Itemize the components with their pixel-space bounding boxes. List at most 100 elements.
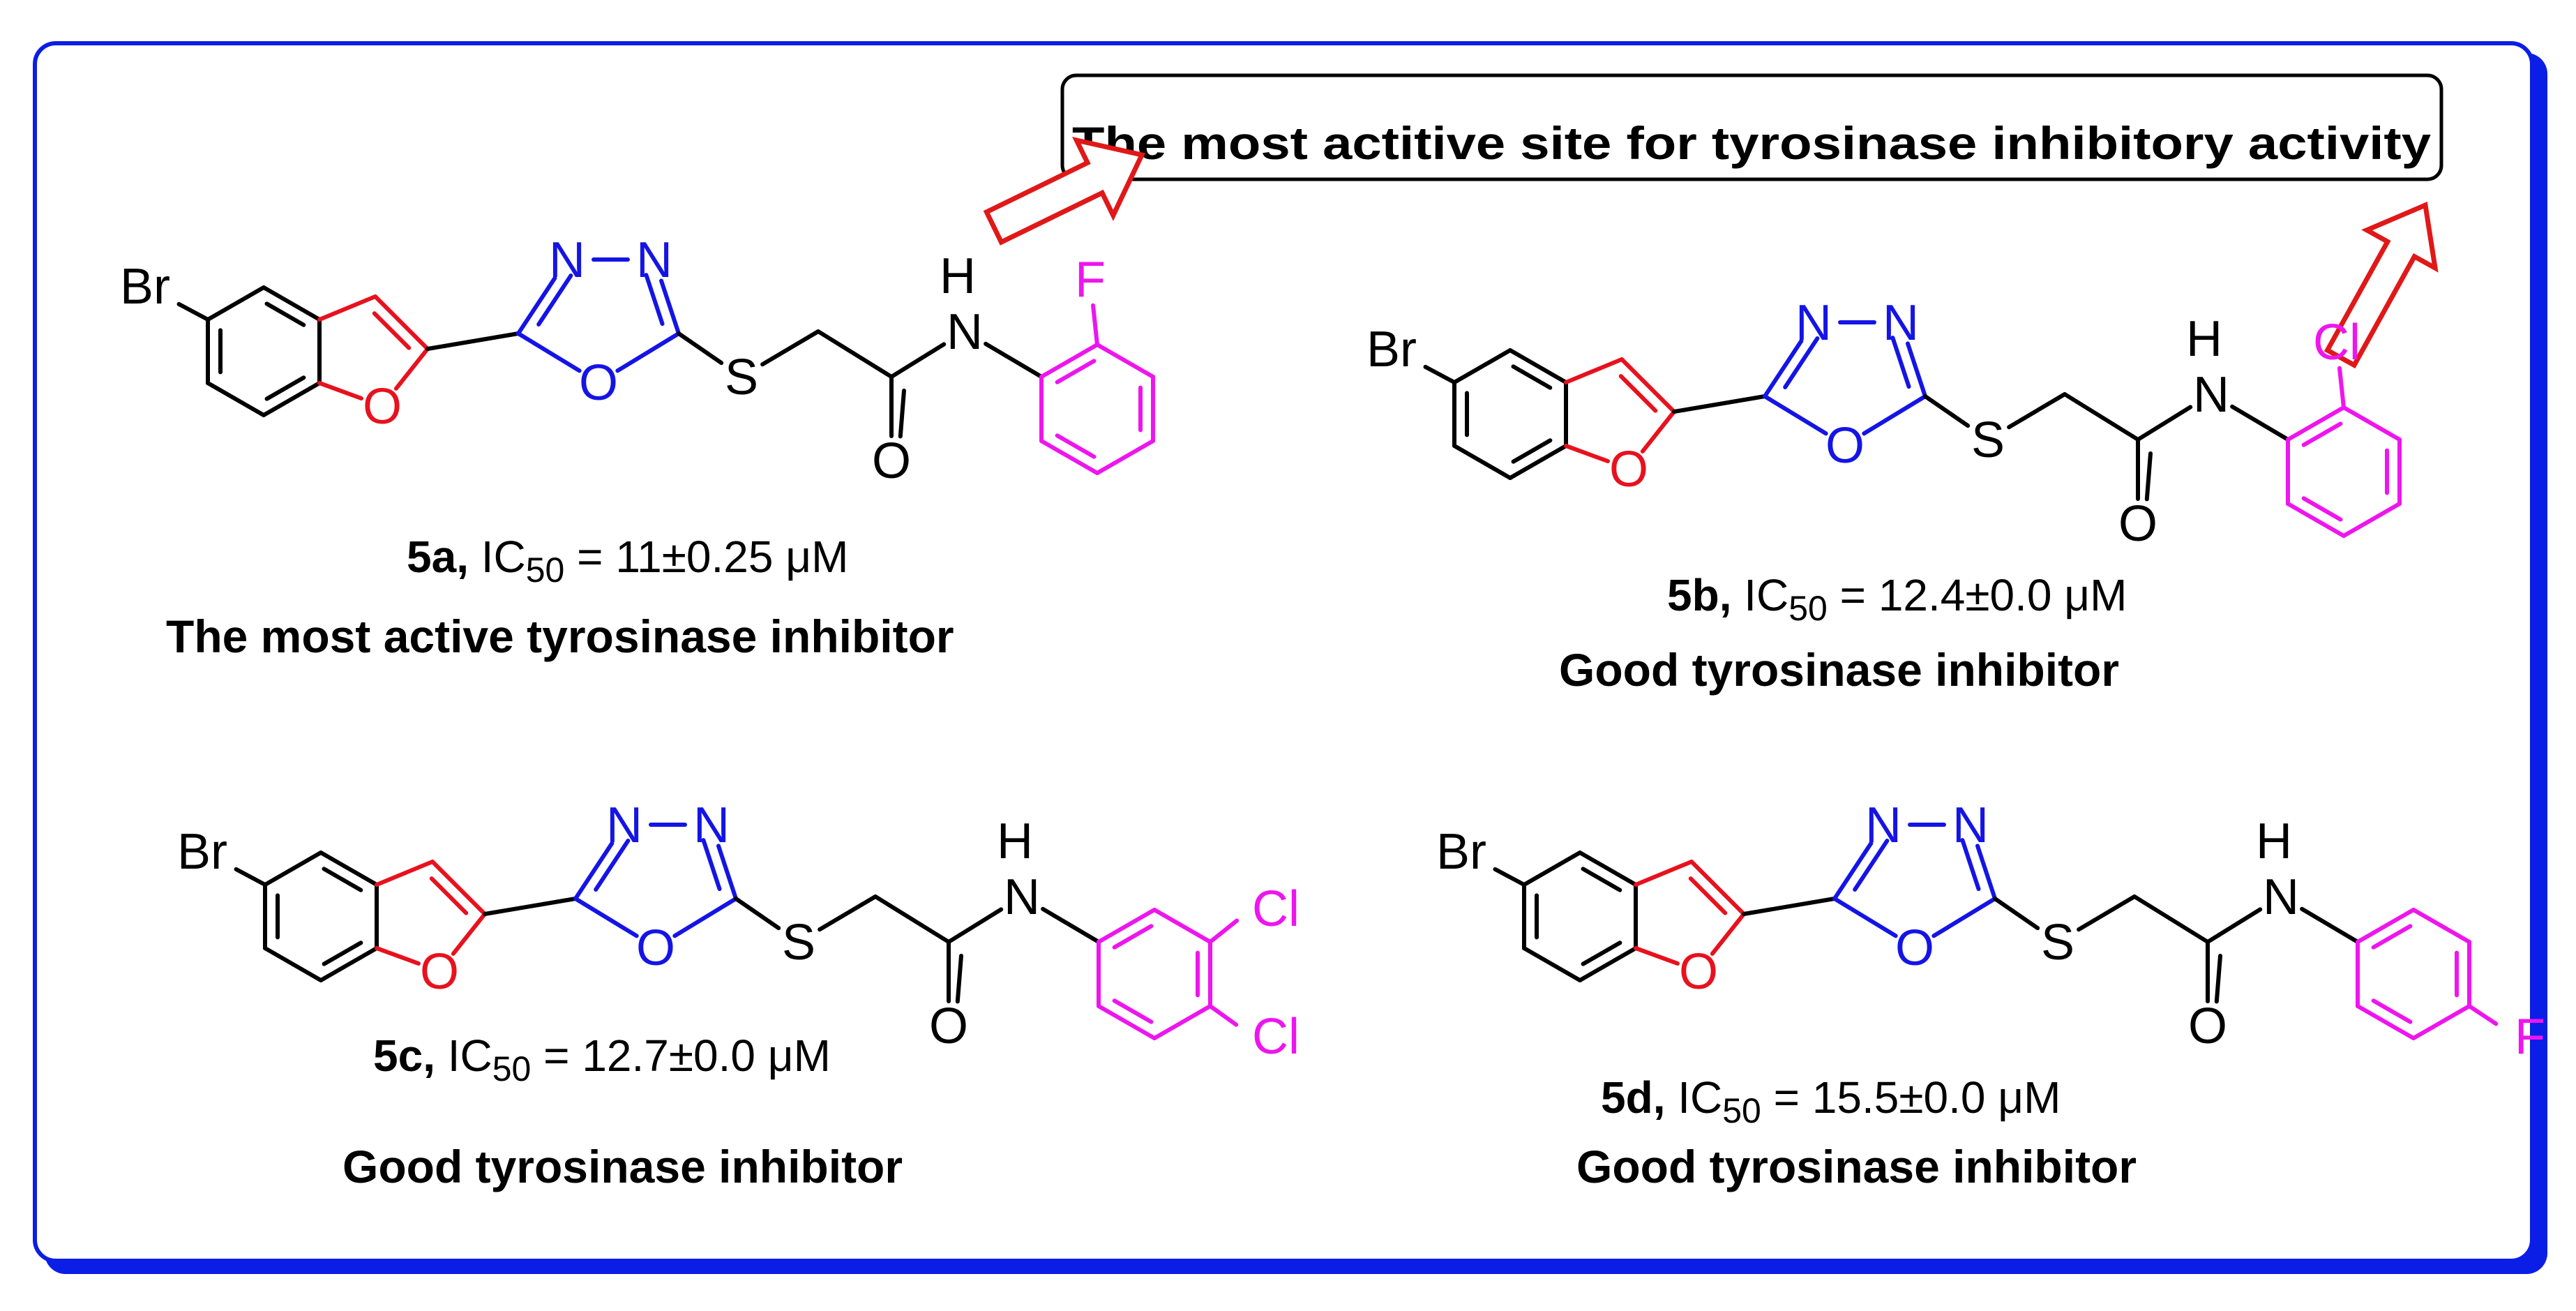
bond bbox=[818, 894, 878, 932]
bond bbox=[262, 285, 322, 322]
bond bbox=[1689, 860, 1746, 916]
amide-nitrogen-atom: N bbox=[2193, 367, 2229, 423]
callout-text: The most actitive site for tyrosinase in… bbox=[1072, 117, 2431, 169]
oxadiazole-oxygen-atom: O bbox=[579, 355, 618, 411]
bond bbox=[1112, 924, 1154, 950]
bond bbox=[873, 894, 951, 944]
bond bbox=[2230, 404, 2290, 442]
bond bbox=[1452, 444, 1512, 480]
chlorine-atom: Cl bbox=[1252, 1009, 1300, 1065]
bond bbox=[734, 897, 781, 931]
bond bbox=[1931, 897, 1997, 938]
bond bbox=[1208, 1004, 1239, 1027]
oxadiazole-oxygen-atom: O bbox=[636, 920, 675, 976]
bond bbox=[451, 912, 487, 956]
furan-oxygen-atom: O bbox=[1609, 442, 1648, 497]
bond bbox=[1783, 336, 1820, 389]
bond bbox=[263, 851, 323, 887]
amide-hydrogen-atom: H bbox=[997, 814, 1033, 869]
bond bbox=[2214, 954, 2222, 1004]
amide-hydrogen-atom: H bbox=[2256, 814, 2292, 869]
bond bbox=[672, 897, 738, 938]
bond bbox=[2077, 894, 2137, 932]
bond bbox=[2467, 1004, 2499, 1026]
bond bbox=[264, 301, 306, 327]
compound-5b-verdict: Good tyrosinase inhibitor bbox=[1559, 644, 2119, 696]
carbonyl-oxygen-atom: O bbox=[872, 433, 911, 489]
bond bbox=[393, 347, 430, 391]
bond bbox=[2206, 907, 2263, 944]
bond bbox=[984, 341, 1044, 379]
bond bbox=[1522, 851, 1582, 887]
bond bbox=[1742, 897, 1837, 916]
bond bbox=[1620, 357, 1676, 414]
bond bbox=[1832, 897, 1898, 938]
bond bbox=[1208, 918, 1240, 944]
bond bbox=[317, 381, 363, 400]
sulfur-atom: S bbox=[782, 915, 815, 971]
bromine-atom: Br bbox=[1436, 824, 1486, 880]
bond bbox=[1452, 348, 1512, 384]
bond bbox=[1152, 908, 1212, 944]
bond bbox=[1862, 394, 1927, 436]
bond bbox=[1578, 851, 1638, 887]
halogen-atom: F bbox=[1075, 252, 1106, 308]
bond bbox=[425, 331, 520, 351]
bond bbox=[701, 838, 722, 892]
amide-hydrogen-atom: H bbox=[2186, 311, 2222, 367]
amide-hydrogen-atom: H bbox=[940, 248, 976, 304]
bond bbox=[263, 946, 323, 982]
bond bbox=[1095, 439, 1155, 475]
bond bbox=[516, 276, 557, 336]
bond bbox=[677, 331, 724, 366]
bond bbox=[1423, 364, 1456, 384]
bond bbox=[1508, 348, 1568, 384]
callout: The most actitive site for tyrosinase in… bbox=[1060, 73, 2443, 181]
bond bbox=[375, 946, 421, 966]
bond bbox=[1906, 341, 1927, 398]
bond bbox=[206, 285, 266, 322]
oxadiazole-nitrogen-atom: N bbox=[1883, 295, 1919, 351]
oxadiazole-nitrogen-atom: N bbox=[606, 797, 642, 853]
bond bbox=[2132, 894, 2210, 944]
bond bbox=[2411, 908, 2471, 944]
bond bbox=[2411, 1004, 2471, 1040]
bond bbox=[955, 954, 963, 1004]
bond bbox=[322, 867, 363, 892]
sulfur-atom: S bbox=[725, 350, 758, 405]
arrow-to-5b bbox=[2323, 202, 2439, 369]
bond bbox=[2286, 405, 2346, 442]
bond bbox=[1634, 860, 1694, 887]
bond bbox=[2371, 924, 2413, 950]
bond bbox=[2356, 908, 2416, 944]
bond bbox=[1041, 906, 1101, 944]
bond bbox=[1993, 897, 2040, 931]
bond bbox=[2136, 405, 2193, 442]
arrow-to-5a bbox=[983, 136, 1146, 246]
compound-5c-label: 5c, IC50 = 12.7±0.0 μM bbox=[373, 1031, 831, 1088]
bond bbox=[1890, 336, 1911, 389]
bond bbox=[1672, 394, 1767, 414]
bond bbox=[1763, 394, 1828, 436]
bond bbox=[594, 838, 631, 892]
oxadiazole-nitrogen-atom: N bbox=[1795, 295, 1832, 351]
sulfur-atom: S bbox=[2041, 915, 2074, 971]
oxadiazole-nitrogen-atom: N bbox=[636, 232, 672, 288]
bond bbox=[1511, 438, 1553, 464]
bond bbox=[1511, 364, 1553, 390]
bond bbox=[644, 273, 665, 327]
bond bbox=[516, 331, 582, 373]
bond bbox=[1091, 303, 1099, 347]
bond bbox=[1581, 941, 1622, 966]
carbonyl-oxygen-atom: O bbox=[929, 998, 968, 1054]
bond bbox=[322, 941, 363, 966]
bond bbox=[2337, 366, 2346, 410]
bond bbox=[1097, 1004, 1157, 1040]
bond bbox=[760, 329, 820, 367]
bond bbox=[1039, 439, 1099, 475]
